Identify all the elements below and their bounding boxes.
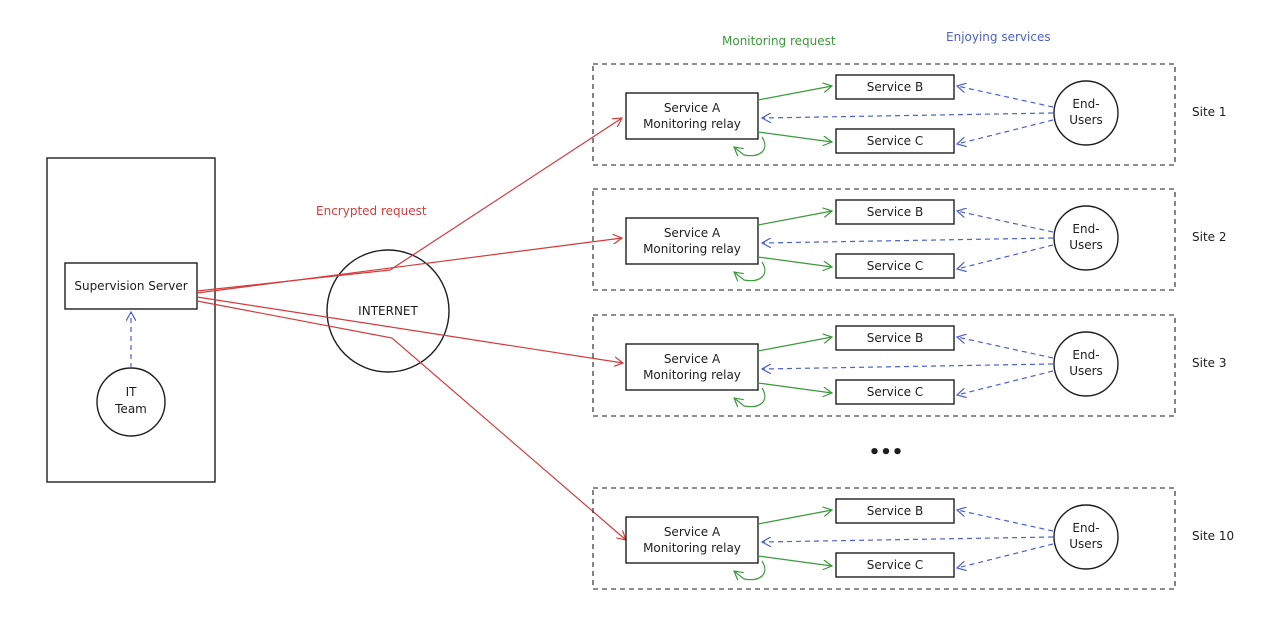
end-users-label-line2: Users	[1069, 113, 1103, 127]
service-a-label-line2: Monitoring relay	[643, 368, 741, 382]
site-label: Site 10	[1192, 529, 1234, 543]
service-a-label-line1: Service A	[664, 352, 721, 366]
site-block: Service A Monitoring relay Service B Servic…	[592, 314, 1227, 417]
monitoring-self-loop	[734, 560, 766, 580]
service-b-box	[835, 325, 955, 351]
encrypted-arrow-site-3	[196, 296, 623, 363]
monitoring-arrow-to-b	[757, 211, 832, 226]
service-b-box	[835, 199, 955, 225]
service-arrow-to-b	[957, 337, 1054, 359]
service-arrow-to-a	[762, 536, 1054, 542]
service-c-box	[835, 128, 955, 154]
service-arrow-to-c	[957, 244, 1054, 269]
supervision-server-box	[64, 262, 198, 310]
legend-monitoring-request: Monitoring request	[722, 34, 836, 48]
service-a-label-line2: Monitoring relay	[643, 541, 741, 555]
service-arrow-to-b	[957, 510, 1054, 532]
end-users-node	[1053, 205, 1119, 271]
service-arrow-to-c	[957, 543, 1054, 568]
service-a-label-line1: Service A	[664, 226, 721, 240]
encrypted-arrow-site-1	[196, 118, 622, 292]
site-frame	[592, 487, 1176, 590]
it-team-label-line1: IT	[126, 385, 138, 399]
site-label: Site 1	[1192, 105, 1227, 119]
service-arrow-to-c	[957, 370, 1054, 395]
end-users-label-line1: End-	[1072, 348, 1099, 362]
service-b-box	[835, 74, 955, 100]
service-c-label: Service C	[867, 134, 924, 148]
end-users-label-line2: Users	[1069, 537, 1103, 551]
encrypted-arrow-site-10	[196, 300, 626, 540]
service-a-box	[625, 92, 759, 140]
service-b-label: Service B	[867, 80, 923, 94]
supervision-server-label: Supervision Server	[74, 279, 187, 293]
service-a-box	[625, 343, 759, 391]
site-label: Site 2	[1192, 230, 1227, 244]
monitoring-self-loop	[734, 387, 766, 407]
monitoring-arrow-to-b	[757, 510, 832, 525]
internet-node	[326, 249, 450, 373]
it-team-label-line2: Team	[114, 402, 147, 416]
end-users-node	[1053, 504, 1119, 570]
service-b-label: Service B	[867, 504, 923, 518]
site-block: Service A Monitoring relay Service B Servic…	[592, 188, 1227, 291]
end-users-label-line1: End-	[1072, 521, 1099, 535]
end-users-label-line1: End-	[1072, 222, 1099, 236]
service-b-label: Service B	[867, 205, 923, 219]
end-users-label-line2: Users	[1069, 364, 1103, 378]
service-c-box	[835, 253, 955, 279]
monitoring-self-loop	[734, 136, 766, 156]
site-label: Site 3	[1192, 356, 1227, 370]
service-a-label-line2: Monitoring relay	[643, 117, 741, 131]
service-c-box	[835, 379, 955, 405]
service-b-label: Service B	[867, 331, 923, 345]
monitoring-arrow-to-c	[757, 131, 832, 142]
service-arrow-to-a	[762, 112, 1054, 118]
monitoring-self-loop	[734, 261, 766, 281]
monitoring-arrow-to-c	[757, 256, 832, 267]
service-c-box	[835, 552, 955, 578]
site-frame	[592, 314, 1176, 417]
service-a-box	[625, 516, 759, 564]
monitoring-arrow-to-b	[757, 337, 832, 352]
service-arrow-to-b	[957, 86, 1054, 108]
service-c-label: Service C	[867, 385, 924, 399]
service-c-label: Service C	[867, 558, 924, 572]
service-a-label-line1: Service A	[664, 525, 721, 539]
site-block: Service A Monitoring relay Service B Servic…	[592, 63, 1227, 166]
encrypted-arrow-site-2	[196, 238, 622, 294]
end-users-label-line1: End-	[1072, 97, 1099, 111]
datacenter-container	[46, 157, 216, 483]
more-sites-ellipsis: •••	[869, 442, 904, 463]
service-c-label: Service C	[867, 259, 924, 273]
monitoring-arrow-to-c	[757, 382, 832, 393]
monitoring-arrow-to-c	[757, 555, 832, 566]
service-arrow-to-c	[957, 119, 1054, 144]
service-b-box	[835, 498, 955, 524]
legend-encrypted-request: Encrypted request	[316, 204, 427, 218]
legend-enjoying-services: Enjoying services	[946, 30, 1051, 44]
service-arrow-to-b	[957, 211, 1054, 233]
service-arrow-to-a	[762, 363, 1054, 369]
end-users-node	[1053, 331, 1119, 397]
site-frame	[592, 188, 1176, 291]
end-users-node	[1053, 80, 1119, 146]
site-frame	[592, 63, 1176, 166]
service-arrow-to-a	[762, 237, 1054, 243]
internet-label: INTERNET	[358, 304, 418, 318]
monitoring-arrow-to-b	[757, 86, 832, 101]
end-users-label-line2: Users	[1069, 238, 1103, 252]
service-a-label-line1: Service A	[664, 101, 721, 115]
site-block: Service A Monitoring relay Service B Servic…	[592, 487, 1234, 590]
service-a-box	[625, 217, 759, 265]
service-a-label-line2: Monitoring relay	[643, 242, 741, 256]
